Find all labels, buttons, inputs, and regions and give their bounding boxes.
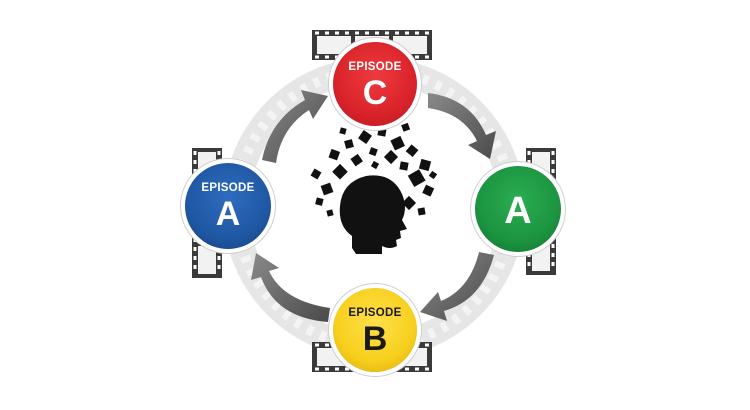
episode-a-right-badge: A — [475, 166, 561, 252]
episode-c-title: EPISODE — [348, 61, 402, 73]
episode-a-left-letter: A — [215, 195, 241, 233]
episode-a-left-badge: EPISODE A — [185, 163, 271, 249]
episode-b-badge: EPISODE B — [333, 288, 417, 372]
episode-c-letter: C — [362, 74, 388, 112]
cycle-arrow-icon — [428, 93, 496, 159]
cycle-arrow-icon — [262, 90, 328, 163]
episode-b-title: EPISODE — [348, 307, 402, 319]
cycle-arrow-icon — [251, 253, 330, 322]
episode-a-right-letter: A — [504, 190, 532, 232]
episode-a-left-title: EPISODE — [201, 182, 255, 194]
head-with-scattered-fragments-icon — [310, 122, 438, 254]
episode-b-letter: B — [362, 320, 388, 358]
cycle-arrow-icon — [420, 252, 494, 321]
episode-c-badge: EPISODE C — [333, 42, 417, 126]
